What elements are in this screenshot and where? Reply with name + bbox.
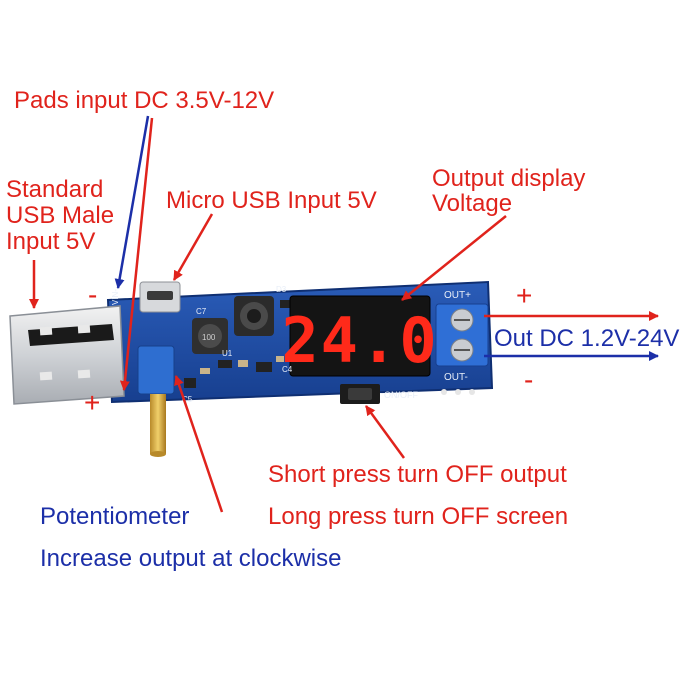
arrow-micro-usb — [172, 213, 214, 281]
arrow-potentiometer — [174, 375, 224, 513]
label-pads-input: Pads input DC 3.5V-12V — [14, 87, 275, 114]
usb-male-plug — [9, 305, 125, 405]
label-potentiometer: Potentiometer — [40, 503, 190, 530]
silk-inductor: 100 — [202, 333, 216, 342]
inductor-large — [234, 296, 274, 336]
label-out-dc: Out DC 1.2V-24V — [494, 325, 680, 352]
silk-c7: C7 — [196, 307, 207, 316]
label-plus-right: + — [516, 280, 533, 311]
label-plus-left: + — [84, 387, 101, 418]
silk-out-plus: OUT+ — [444, 290, 471, 301]
seven-segment-display — [289, 295, 431, 377]
output-pins — [441, 389, 475, 395]
label-short-press: Short press turn OFF output — [268, 461, 567, 488]
label-minus-left: - — [88, 279, 98, 310]
silk-c5: C5 — [182, 395, 193, 404]
arrow-output-display — [401, 215, 507, 301]
micro-usb-connector — [139, 281, 181, 313]
label-output-display-line2: Voltage — [432, 190, 513, 217]
inductor-small — [192, 318, 228, 354]
silk-vin: VIN- — [111, 289, 120, 305]
arrow-pads-minus — [114, 115, 150, 289]
label-long-press: Long press turn OFF screen — [268, 503, 569, 530]
silk-u1: U1 — [222, 349, 233, 358]
label-minus-right: - — [524, 364, 534, 395]
label-usb-male-line1: Standard — [6, 176, 104, 203]
silk-onoff: ON/OFF — [384, 390, 418, 400]
silk-d3: D3 — [276, 285, 287, 294]
arrow-pads-plus — [119, 117, 154, 391]
arrow-short-press — [364, 405, 406, 459]
annotation-arrows — [29, 115, 659, 513]
push-button — [340, 384, 380, 404]
label-usb-male-line2: USB Male — [6, 202, 115, 229]
display-readout: 24.0 — [281, 304, 438, 377]
screw-terminal — [435, 303, 489, 367]
label-micro-usb: Micro USB Input 5V — [166, 187, 377, 214]
label-output-display-line1: Output display — [432, 165, 586, 192]
silk-out-minus: OUT- — [444, 372, 468, 383]
silk-c4: C4 — [282, 365, 293, 374]
label-usb-male-line3: Input 5V — [6, 228, 96, 255]
potentiometer — [137, 345, 175, 457]
label-increase-output: Increase output at clockwise — [40, 545, 342, 572]
smd-components — [184, 300, 292, 388]
